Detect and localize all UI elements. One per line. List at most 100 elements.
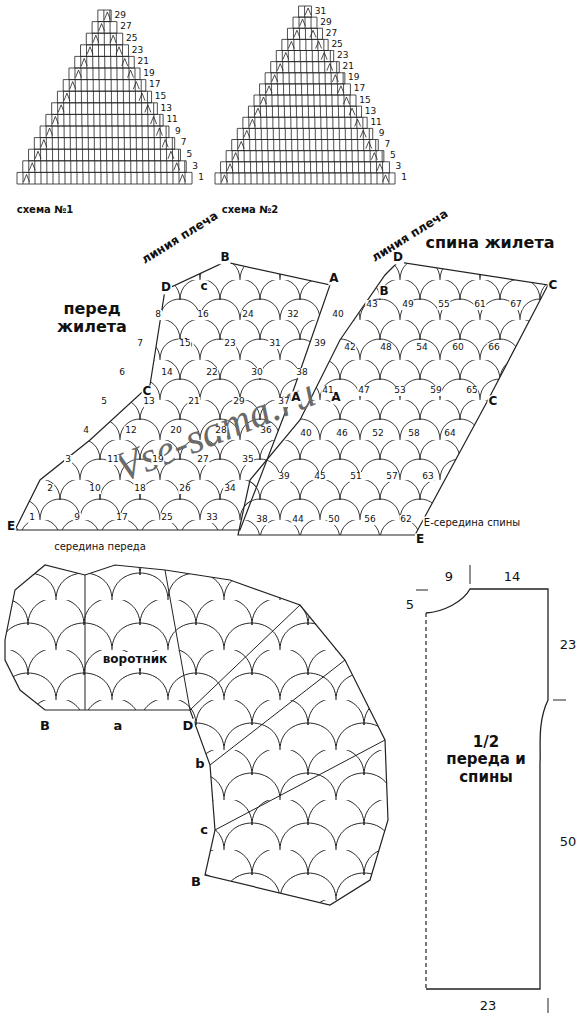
element-number: 39	[313, 339, 326, 349]
element-number: 54	[415, 343, 428, 353]
label: 9	[175, 127, 181, 137]
label: D	[182, 719, 195, 733]
element-number: 23	[223, 339, 236, 349]
collar-seams	[85, 570, 385, 830]
element-number: 14	[160, 368, 173, 378]
element-number: 17	[115, 513, 128, 523]
element-number: 6	[118, 368, 126, 378]
label: 29	[114, 11, 125, 21]
label: схема №1	[16, 204, 75, 215]
label: 11	[370, 118, 381, 128]
element-number: 40	[331, 310, 344, 320]
label: 23	[132, 46, 143, 56]
element-number: 21	[187, 397, 200, 407]
element-number: 64	[443, 429, 456, 439]
node-text: воротник	[103, 653, 167, 667]
element-number: 9	[73, 513, 81, 523]
collar-piece	[5, 565, 388, 905]
element-number: 4	[82, 426, 90, 436]
label: 15	[155, 92, 166, 102]
element-number: 18	[133, 484, 146, 494]
pattern-piece: 1/2 переда и спины	[425, 588, 550, 990]
element-number: 24	[241, 310, 254, 320]
element-number: 28	[214, 426, 227, 436]
element-number: 50	[327, 515, 340, 525]
label: 25	[331, 40, 342, 50]
element-number: 56	[363, 515, 376, 525]
label: 17	[149, 80, 160, 90]
dimension: 14	[503, 570, 522, 584]
element-number: 32	[286, 310, 299, 320]
element-number: 19	[151, 455, 164, 465]
element-number: 67	[509, 300, 522, 310]
label: E	[415, 533, 425, 546]
label: 5	[187, 150, 193, 160]
label: 3	[192, 162, 198, 172]
element-number: 42	[343, 343, 356, 353]
element-number: 66	[487, 343, 500, 353]
dimension: 50	[559, 835, 578, 849]
label: B	[219, 251, 230, 264]
element-number: 61	[473, 300, 486, 310]
element-number: 40	[299, 429, 312, 439]
pattern-outline	[425, 588, 550, 990]
element-number: 26	[178, 484, 191, 494]
element-number: 37	[277, 397, 290, 407]
element-number: 12	[124, 426, 137, 436]
label: 7	[181, 138, 187, 148]
label: 7	[384, 140, 390, 150]
element-number: 15	[178, 339, 191, 349]
label: 13	[365, 107, 376, 117]
label: схема №2	[221, 204, 280, 215]
label: c	[199, 823, 209, 837]
element-number: 51	[349, 472, 362, 482]
element-number: 38	[295, 368, 308, 378]
element-number: 58	[407, 429, 420, 439]
label: 1	[198, 173, 204, 183]
element-number: 43	[365, 300, 378, 310]
label: a	[113, 719, 124, 733]
element-number: 22	[205, 368, 218, 378]
element-number: 41	[321, 386, 334, 396]
dimension: 23	[479, 999, 498, 1013]
label: A	[290, 391, 301, 404]
element-number: 7	[136, 339, 144, 349]
label: 27	[326, 29, 337, 39]
label: B	[39, 719, 51, 733]
label: D	[160, 281, 172, 294]
label: 31	[315, 7, 326, 17]
dimension: 23	[559, 638, 578, 652]
element-number: 45	[313, 472, 326, 482]
element-number: 63	[421, 472, 434, 482]
element-number: 55	[437, 300, 450, 310]
element-number: 38	[255, 515, 268, 525]
collar-region: воротник	[100, 652, 170, 668]
label: 29	[320, 18, 331, 28]
label: B	[190, 875, 202, 889]
element-number: 13	[142, 397, 155, 407]
element-number: 48	[379, 343, 392, 353]
label: линия плеча	[139, 209, 222, 268]
element-number: 11	[106, 455, 119, 465]
element-number: 44	[291, 515, 304, 525]
element-number: 59	[429, 386, 442, 396]
element-number: 46	[335, 429, 348, 439]
label: 25	[126, 34, 137, 44]
element-number: 62	[399, 515, 412, 525]
element-number: 39	[277, 472, 290, 482]
label: 15	[359, 96, 370, 106]
element-number: 29	[232, 397, 245, 407]
element-number: 30	[250, 368, 263, 378]
dimension: 9	[444, 570, 454, 584]
label: 3	[396, 162, 402, 172]
element-number: 60	[451, 343, 464, 353]
element-number: 49	[401, 300, 414, 310]
dimension: 5	[405, 598, 415, 612]
label: c	[199, 280, 208, 293]
element-number: 3	[64, 455, 72, 465]
element-number: 52	[371, 429, 384, 439]
label: B	[378, 285, 389, 298]
element-number: 35	[241, 455, 254, 465]
back-piece	[238, 262, 548, 535]
